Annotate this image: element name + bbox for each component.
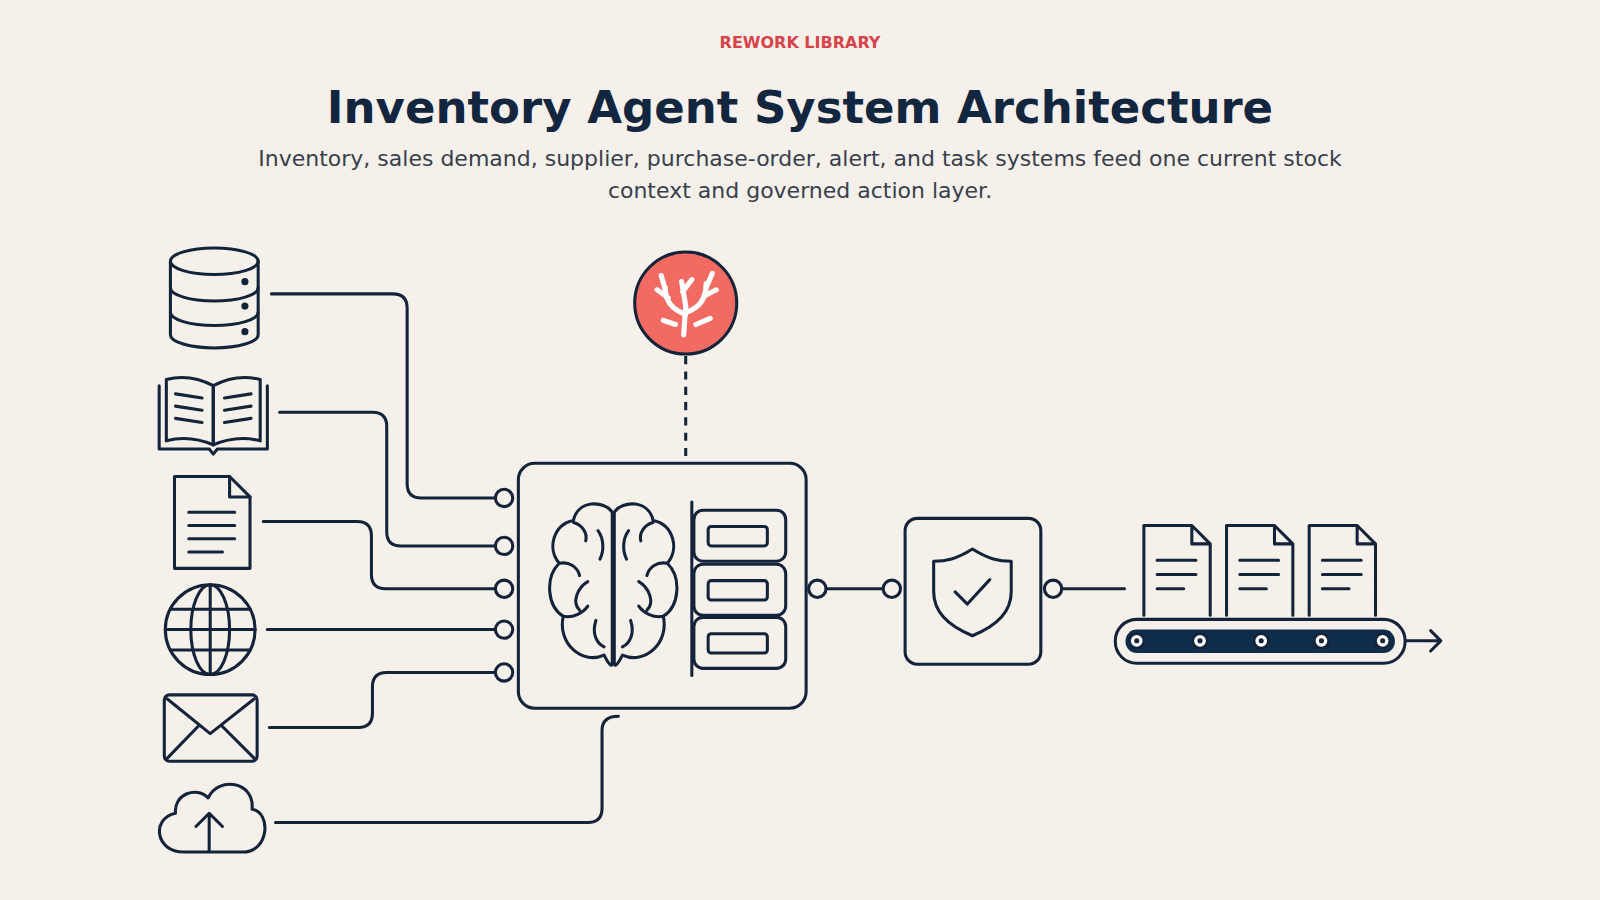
coral-badge [635,252,737,354]
document-icon [174,477,250,569]
coral-badge [657,276,668,298]
cloud-upload-icon [159,784,264,852]
conveyor-belt [1406,631,1441,651]
source-wire [263,294,618,823]
database-icon [170,248,258,348]
port-circle [495,537,512,554]
conveyor-belt [1115,619,1441,663]
shield-box [905,518,1041,664]
conveyor-belt [1130,634,1144,648]
document-icon [174,477,250,569]
book-icon [213,378,260,445]
conveyor-belt [1380,638,1385,643]
database-icon [241,303,248,310]
conveyor-belt [1319,638,1324,643]
port-circle [495,621,512,638]
agent-box [694,510,786,561]
brain-icon [550,504,613,665]
port-circle [495,489,512,681]
agent-box [708,527,767,546]
brain-icon [550,504,677,665]
coral-badge [663,318,710,324]
conveyor-belt [1130,634,1390,648]
conveyor-belt [1134,638,1385,643]
source-wire [263,521,495,588]
coral-badge [704,273,716,295]
brain-icon [614,504,677,665]
database-icon [170,288,258,301]
shield-box [955,580,990,604]
diagram-caption: Inventory, sales demand, supplier, purch… [255,143,1345,207]
coral-badge [684,356,687,461]
envelope-icon [167,699,254,758]
output-documents [1309,526,1375,616]
agent-box [518,463,806,708]
conveyor-belt [1376,634,1390,648]
book-icon [176,394,252,423]
database-icon [170,312,258,325]
diagram-title: Inventory Agent System Architecture [0,80,1600,136]
shield-box [905,518,1041,664]
output-documents [1144,526,1210,616]
cloud-upload-icon [159,784,264,852]
document-icon [189,512,235,552]
coral-badge [657,273,716,334]
conveyor-belt [1126,630,1395,653]
agent-box [694,564,786,615]
book-icon [159,378,267,455]
conveyor-belt [1314,634,1328,648]
output-wire [827,587,1125,590]
source-wire [280,412,495,546]
source-wire [271,294,494,498]
agent-box [708,634,767,653]
database-icon [170,248,258,275]
book-icon [166,378,213,445]
envelope-icon [164,695,257,761]
conveyor-belt [1197,638,1202,643]
output-documents [1227,526,1293,616]
envelope-icon [164,695,257,761]
port-circle [495,664,512,681]
source-wire [276,716,619,822]
coral-badge [635,252,737,461]
globe-icon [165,585,255,675]
conveyor-belt [1254,634,1268,648]
port-circle [495,489,512,506]
coral-badge [682,280,692,307]
document-icon [230,477,250,497]
eyebrow-label: REWORK LIBRARY [0,33,1600,52]
output-wire [1044,580,1061,597]
shield-box [934,549,1012,636]
globe-icon [165,585,255,675]
conveyor-belt [1115,619,1405,663]
source-wire [269,672,495,727]
conveyor-belt [1134,638,1139,643]
conveyor-belt [1193,634,1207,648]
agent-box [694,617,786,668]
output-wire [809,580,1125,597]
output-wire [809,580,826,597]
output-wire [883,580,900,597]
brain-icon [559,522,604,646]
agent-box [708,581,767,600]
agent-box [518,463,806,708]
port-circle [495,580,512,597]
globe-icon [165,585,255,675]
database-icon [241,278,248,285]
brain-icon [550,504,613,665]
source-wire [267,628,495,631]
cloud-upload-icon [196,813,223,851]
conveyor-belt [1259,638,1264,643]
database-icon [241,328,248,335]
output-documents [1144,526,1376,616]
